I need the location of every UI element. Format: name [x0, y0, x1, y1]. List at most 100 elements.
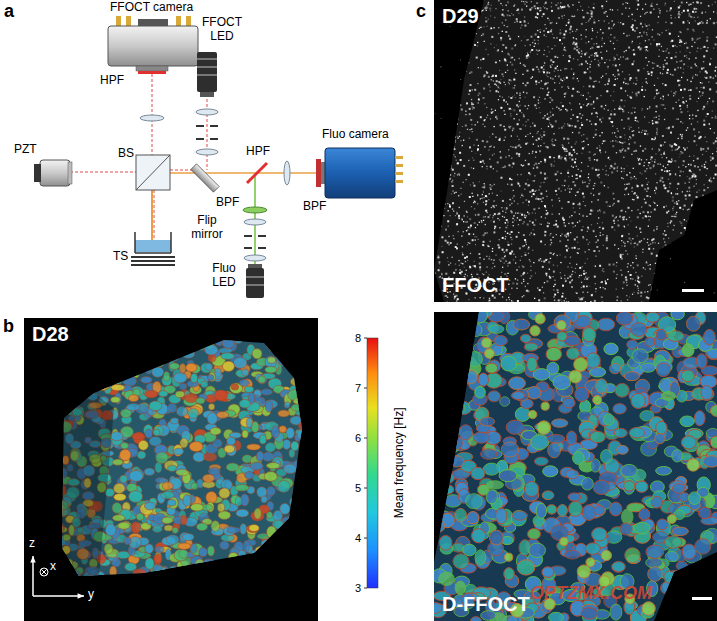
cell — [227, 437, 236, 445]
cell — [134, 350, 141, 357]
speckle-dot — [486, 256, 487, 257]
speckle-dot — [620, 151, 622, 153]
cell — [161, 492, 174, 499]
cell — [166, 575, 178, 586]
speckle-dot — [706, 40, 708, 42]
cell — [290, 551, 304, 558]
speckle-dot — [613, 193, 614, 194]
speckle-dot — [473, 182, 474, 183]
ffoct-led — [200, 92, 214, 97]
cell — [264, 559, 275, 567]
speckle-dot — [537, 36, 539, 38]
cell — [278, 529, 286, 539]
speckle-dot — [480, 67, 481, 68]
cell — [220, 541, 229, 549]
cell — [305, 561, 311, 571]
speckle-dot — [552, 214, 553, 215]
cell — [156, 338, 169, 345]
speckle-dot — [545, 273, 547, 275]
speckle-dot — [469, 138, 470, 139]
cell — [153, 429, 160, 436]
cell — [181, 515, 187, 525]
speckle-dot — [478, 95, 479, 96]
ffoct-led — [196, 138, 204, 140]
cell — [297, 381, 305, 392]
cell — [256, 451, 263, 461]
speckle-dot — [473, 160, 474, 161]
speckle-dot — [540, 258, 541, 259]
speckle-dot — [617, 167, 618, 168]
speckle-dot — [451, 132, 452, 133]
speckle-dot — [511, 231, 513, 233]
speckle-dot — [573, 73, 574, 74]
speckle-dot — [591, 113, 592, 114]
speckle-dot — [444, 203, 445, 204]
speckle-dot — [555, 190, 557, 192]
speckle-dot — [537, 50, 539, 52]
speckle-dot — [536, 190, 537, 191]
speckle-dot — [683, 68, 684, 69]
speckle-dot — [679, 105, 681, 107]
cell — [136, 513, 144, 520]
cell — [79, 364, 87, 376]
cell — [293, 398, 305, 405]
cell — [133, 341, 141, 348]
cell — [121, 442, 129, 449]
speckle-dot — [656, 128, 658, 130]
speckle-dot — [463, 165, 465, 167]
speckle-dot — [545, 260, 546, 261]
speckle-dot — [499, 227, 500, 228]
speckle-dot — [675, 45, 676, 46]
speckle-dot — [495, 255, 496, 256]
speckle-dot — [457, 70, 458, 71]
speckle-dot — [642, 249, 643, 250]
speckle-dot — [597, 148, 598, 149]
cell — [256, 558, 267, 568]
cell — [283, 562, 293, 569]
speckle-dot — [629, 128, 630, 129]
cell — [126, 403, 140, 410]
cell — [84, 359, 93, 368]
speckle-dot — [666, 170, 668, 172]
speckle-dot — [679, 5, 680, 6]
speckle-dot — [632, 134, 634, 136]
speckle-dot — [505, 255, 506, 256]
speckle-dot — [499, 239, 500, 240]
speckle-dot — [544, 297, 546, 299]
speckle-dot — [689, 95, 690, 96]
speckle-dot — [550, 77, 551, 78]
cell — [279, 426, 287, 433]
cell — [112, 515, 124, 521]
ffoct-camera — [136, 66, 168, 71]
light-beams — [70, 74, 318, 266]
cell — [258, 376, 266, 383]
colorbar — [364, 388, 367, 389]
cell — [157, 575, 168, 582]
cell — [174, 448, 184, 455]
speckle-dot — [672, 266, 673, 267]
speckle-dot — [661, 177, 663, 179]
speckle-dot — [663, 233, 664, 234]
speckle-dot — [504, 114, 505, 115]
cell — [159, 391, 168, 397]
speckle-dot — [647, 187, 649, 189]
speckle-dot — [549, 122, 550, 123]
speckle-dot — [446, 83, 448, 85]
light-beams — [151, 190, 153, 242]
speckle-dot — [696, 183, 697, 184]
cell — [162, 517, 173, 524]
speckle-dot — [667, 69, 668, 70]
speckle-dot — [509, 205, 510, 206]
cell — [302, 547, 316, 558]
cell — [176, 469, 189, 476]
cell — [110, 566, 117, 577]
speckle-dot — [519, 247, 521, 249]
speckle-dot — [506, 249, 508, 251]
cell — [299, 456, 306, 465]
cell — [55, 370, 69, 377]
speckle-dot — [594, 300, 596, 302]
speckle-dot — [643, 165, 644, 166]
speckle-dot — [672, 208, 673, 209]
cell — [166, 535, 179, 545]
speckle-dot — [485, 204, 486, 205]
